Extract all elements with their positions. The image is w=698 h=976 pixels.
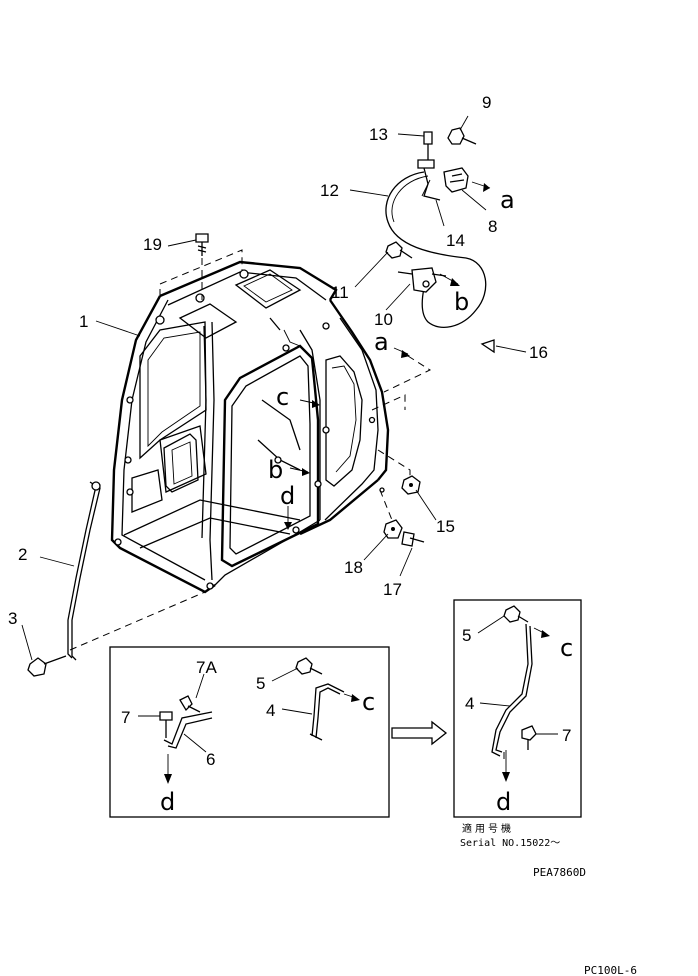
bolt-19 — [195, 233, 209, 256]
ref-a-clamp: a — [500, 186, 515, 214]
wire-assembly — [385, 127, 495, 354]
callout-19: 19 — [143, 235, 162, 254]
reference-arrows — [284, 181, 491, 530]
callout-5-right: 5 — [462, 626, 471, 645]
callout-7-right: 7 — [562, 726, 571, 745]
nut-15 — [401, 475, 421, 495]
ref-c-inset-right: c — [560, 634, 573, 662]
callout-3: 3 — [8, 609, 17, 628]
callout-4-right: 4 — [465, 694, 474, 713]
handrail-rod — [67, 481, 101, 661]
serial-note: 適用号機 Serial NO.15022～ — [460, 822, 560, 849]
callout-10: 10 — [374, 310, 393, 329]
leader-lines — [21, 115, 527, 661]
callout-7a: 7A — [196, 658, 217, 677]
callout-14: 14 — [446, 231, 465, 250]
callout-4: 4 — [266, 701, 275, 720]
page-code: PC100L-6 — [584, 964, 637, 976]
ref-b-switch: b — [454, 288, 469, 316]
serial-number: Serial NO.15022～ — [460, 838, 560, 849]
callout-11: 11 — [331, 283, 349, 302]
ref-c-inset-left: c — [362, 688, 375, 716]
callout-2: 2 — [18, 545, 27, 564]
callout-12: 12 — [320, 181, 339, 200]
inset-box-right — [453, 599, 582, 818]
reference-letters: a b a c b d c d c d — [160, 186, 573, 816]
ref-d-inset-left: d — [160, 788, 175, 816]
transition-arrow — [391, 720, 448, 746]
callout-6: 6 — [206, 750, 215, 769]
callout-7: 7 — [121, 708, 130, 727]
bolt-3 — [27, 655, 67, 677]
cab-frame — [110, 260, 390, 594]
callout-16: 16 — [529, 343, 548, 362]
bolt-17 — [401, 531, 425, 547]
callout-15: 15 — [436, 517, 455, 536]
callout-5: 5 — [256, 674, 265, 693]
ref-c-cab: c — [276, 383, 289, 411]
ref-a-cab: a — [374, 328, 389, 356]
serial-japanese: 適用号機 — [462, 822, 514, 835]
callout-13: 13 — [369, 125, 388, 144]
inset-box-left — [109, 646, 390, 818]
callout-1: 1 — [79, 312, 88, 331]
callout-8: 8 — [488, 217, 497, 236]
nut-18 — [383, 519, 403, 539]
ref-d-inset-right: d — [496, 788, 511, 816]
callout-18: 18 — [344, 558, 363, 577]
ref-b-cab: b — [268, 456, 283, 484]
callout-9: 9 — [482, 93, 491, 112]
callout-17: 17 — [383, 580, 402, 599]
ref-d-cab: d — [280, 482, 295, 510]
callout-labels: 1 2 3 19 13 9 12 14 8 11 10 16 15 18 17 … — [8, 93, 571, 769]
drawing-code: PEA7860D — [533, 866, 586, 879]
